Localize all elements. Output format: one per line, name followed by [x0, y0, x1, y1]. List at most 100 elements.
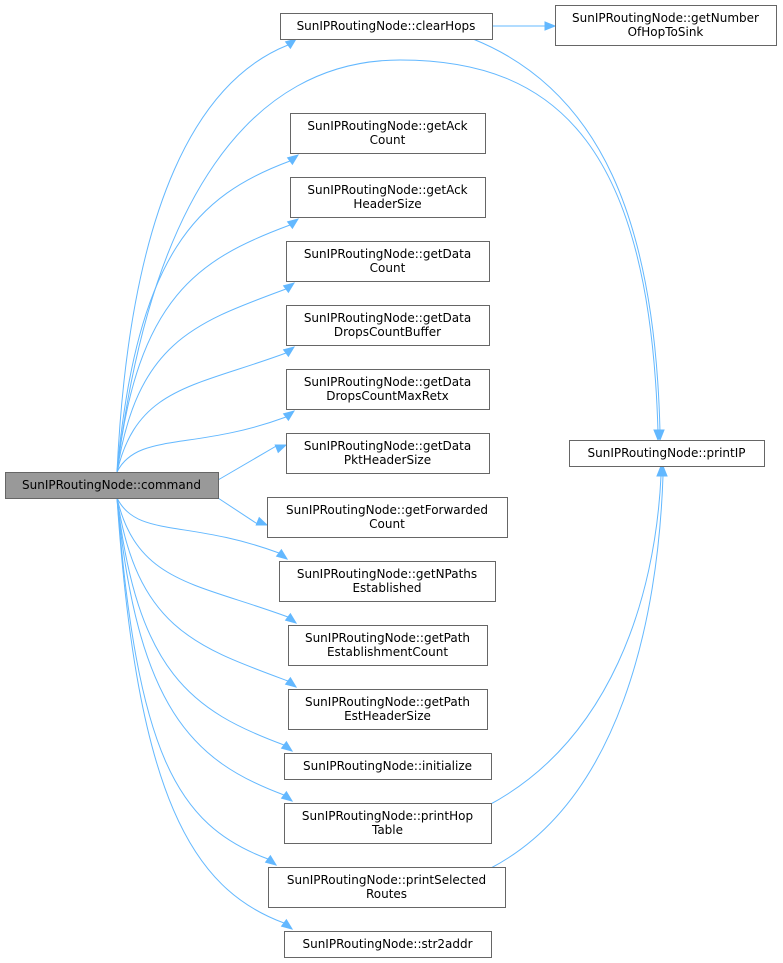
node-box[interactable] — [286, 241, 490, 282]
edge-line — [116, 416, 287, 473]
node-box[interactable] — [284, 753, 492, 780]
node-label: SunIPRoutingNode::getPath — [305, 631, 470, 645]
node-label: DropsCountBuffer — [334, 325, 441, 339]
edge-line — [116, 497, 285, 746]
node-label: SunIPRoutingNode::initialize — [303, 759, 472, 773]
node-box[interactable] — [5, 472, 219, 499]
node-label: DropsCountMaxRetx — [326, 389, 449, 403]
node-label: OfHopToSink — [628, 25, 704, 39]
node-getDataDropsCountBuffer[interactable]: SunIPRoutingNode::getDataDropsCountBuffe… — [286, 305, 490, 346]
arrowhead-icon — [284, 612, 298, 624]
node-box[interactable] — [286, 305, 490, 346]
node-box[interactable] — [268, 867, 506, 908]
node-box[interactable] — [555, 5, 777, 46]
node-label: SunIPRoutingNode::str2addr — [302, 937, 472, 951]
node-label: SunIPRoutingNode::printHop — [302, 809, 473, 823]
node-label: SunIPRoutingNode::getAck — [307, 119, 467, 133]
edge-line — [116, 59, 659, 473]
node-label: Count — [370, 133, 406, 147]
node-box[interactable] — [290, 113, 486, 154]
edge-command-to-getDataDropsCountBuffer — [116, 346, 296, 473]
node-label: HeaderSize — [353, 197, 421, 211]
node-box[interactable] — [279, 561, 496, 602]
edge-command-to-str2addr — [116, 497, 294, 930]
node-label: Table — [371, 823, 403, 837]
arrowhead-icon — [286, 218, 300, 230]
arrowhead-icon — [282, 346, 296, 358]
node-box[interactable] — [280, 13, 493, 40]
node-box[interactable] — [288, 689, 488, 730]
node-label: Routes — [366, 887, 407, 901]
node-clearHops[interactable]: SunIPRoutingNode::clearHops — [280, 13, 493, 40]
arrowhead-icon — [544, 21, 557, 31]
edge-line — [116, 224, 291, 473]
node-label: SunIPRoutingNode::printIP — [588, 446, 746, 460]
node-box[interactable] — [286, 433, 490, 474]
node-box[interactable] — [290, 177, 486, 218]
node-printIP[interactable]: SunIPRoutingNode::printIP — [569, 440, 765, 467]
edge-command-to-clearHops — [116, 38, 298, 473]
arrowhead-icon — [255, 516, 269, 526]
arrowhead-icon — [274, 444, 288, 454]
node-initialize[interactable]: SunIPRoutingNode::initialize — [284, 753, 492, 780]
node-box[interactable] — [288, 625, 488, 666]
node-str2addr[interactable]: SunIPRoutingNode::str2addr — [284, 931, 492, 958]
node-box[interactable] — [286, 369, 490, 410]
edge-line — [116, 288, 287, 473]
node-box[interactable] — [569, 440, 765, 467]
edge-line — [490, 475, 664, 869]
node-box[interactable] — [284, 931, 492, 958]
arrowhead-icon — [275, 548, 289, 560]
node-getDataDropsCountMaxRetx[interactable]: SunIPRoutingNode::getDataDropsCountMaxRe… — [286, 369, 490, 410]
node-label: SunIPRoutingNode::getData — [304, 439, 471, 453]
node-label: EstHeaderSize — [344, 709, 431, 723]
node-box[interactable] — [284, 803, 492, 844]
edge-clearHops-to-printIP — [472, 38, 665, 442]
arrowhead-icon — [264, 854, 278, 866]
edge-line — [217, 497, 260, 526]
edge-line — [116, 497, 285, 796]
node-label: Count — [370, 261, 406, 275]
arrowhead-icon — [653, 429, 663, 442]
node-getPathEstablishmentCount[interactable]: SunIPRoutingNode::getPathEstablishmentCo… — [288, 625, 488, 666]
node-label: SunIPRoutingNode::clearHops — [297, 19, 476, 33]
node-command[interactable]: SunIPRoutingNode::command — [5, 472, 219, 499]
node-label: SunIPRoutingNode::getData — [304, 247, 471, 261]
node-label: SunIPRoutingNode::getNPaths — [297, 567, 477, 581]
edge-line — [472, 38, 661, 433]
edge-line — [116, 497, 269, 860]
node-label: SunIPRoutingNode::getNumber — [572, 11, 759, 25]
node-label: PktHeaderSize — [344, 453, 431, 467]
edge-line — [116, 497, 280, 554]
arrowhead-icon — [284, 38, 298, 50]
arrowhead-icon — [282, 410, 296, 422]
edge-command-to-getAckCount — [116, 154, 300, 473]
edge-command-to-printIP — [116, 59, 663, 473]
edge-line — [116, 497, 289, 682]
node-label: SunIPRoutingNode::getPath — [305, 695, 470, 709]
node-box[interactable] — [267, 497, 508, 538]
edge-line — [116, 497, 285, 924]
edge-line — [217, 444, 279, 481]
arrowhead-icon — [286, 154, 300, 166]
arrowhead-icon — [280, 740, 294, 752]
node-label: SunIPRoutingNode::getForwarded — [286, 503, 488, 517]
edge-line — [116, 352, 287, 473]
edges-layer — [116, 21, 668, 930]
arrowhead-icon — [284, 676, 298, 688]
edge-command-to-getDataPktHeaderSize — [217, 444, 288, 481]
edge-command-to-getAckHeaderSize — [116, 218, 300, 473]
edge-printHopTable-to-printIP — [488, 464, 666, 806]
node-label: Count — [369, 517, 405, 531]
